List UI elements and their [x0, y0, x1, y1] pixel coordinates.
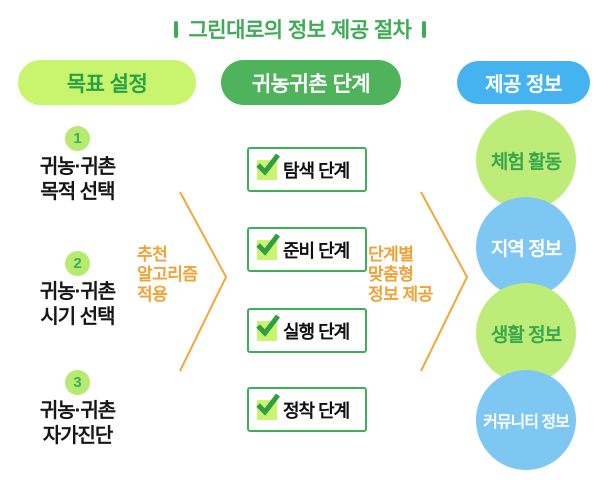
title-left-bar — [174, 20, 179, 38]
stage-label: 준비 단계 — [283, 240, 350, 261]
check-icon — [256, 152, 280, 176]
checkbox-checked — [256, 313, 280, 341]
arrow-label-recommend-algorithm: 추천 알고리즘 적용 — [137, 245, 198, 304]
info-circle-experience: 체험 활동 — [476, 110, 576, 210]
page-title: 그린대로의 정보 제공 절차 — [188, 19, 412, 42]
stage-box-execute: 실행 단계 — [247, 308, 367, 353]
info-circle-community: 커뮤니티 정보 — [476, 370, 576, 470]
stage-label: 실행 단계 — [283, 321, 350, 342]
info-circle-region: 지역 정보 — [476, 197, 576, 297]
checkbox-checked — [256, 232, 280, 260]
goal-step-3: 3 귀농·귀촌 자가진단 — [0, 370, 155, 449]
checkbox-checked — [256, 392, 280, 420]
step-number-badge: 1 — [65, 126, 90, 151]
page-title-row: 그린대로의 정보 제공 절차 — [0, 14, 600, 44]
step-number-badge: 2 — [65, 251, 90, 276]
stage-box-settle: 정착 단계 — [247, 387, 367, 432]
step-label: 귀농·귀촌 자가진단 — [39, 400, 116, 447]
check-icon — [256, 392, 280, 416]
header-provided-info: 제공 정보 — [457, 61, 590, 104]
step-label: 귀농·귀촌 목적 선택 — [39, 156, 116, 203]
title-right-bar — [421, 20, 426, 38]
info-circle-living: 생활 정보 — [476, 283, 576, 383]
goal-step-1: 1 귀농·귀촌 목적 선택 — [0, 126, 155, 205]
check-icon — [256, 313, 280, 337]
stage-label: 정착 단계 — [283, 400, 350, 421]
step-number-badge: 3 — [65, 370, 90, 395]
stage-box-prepare: 준비 단계 — [247, 227, 367, 272]
header-goal-setting: 목표 설정 — [18, 60, 196, 105]
checkbox-checked — [256, 152, 280, 180]
check-icon — [256, 232, 280, 256]
stage-label: 탐색 단계 — [283, 160, 350, 181]
arrow-label-customized-info: 단계별 맞춤형 정보 제공 — [368, 245, 433, 304]
goal-step-2: 2 귀농·귀촌 시기 선택 — [0, 251, 155, 330]
step-label: 귀농·귀촌 시기 선택 — [39, 281, 116, 328]
header-farming-stage: 귀농귀촌 단계 — [221, 60, 401, 105]
stage-box-explore: 탐색 단계 — [247, 147, 367, 192]
